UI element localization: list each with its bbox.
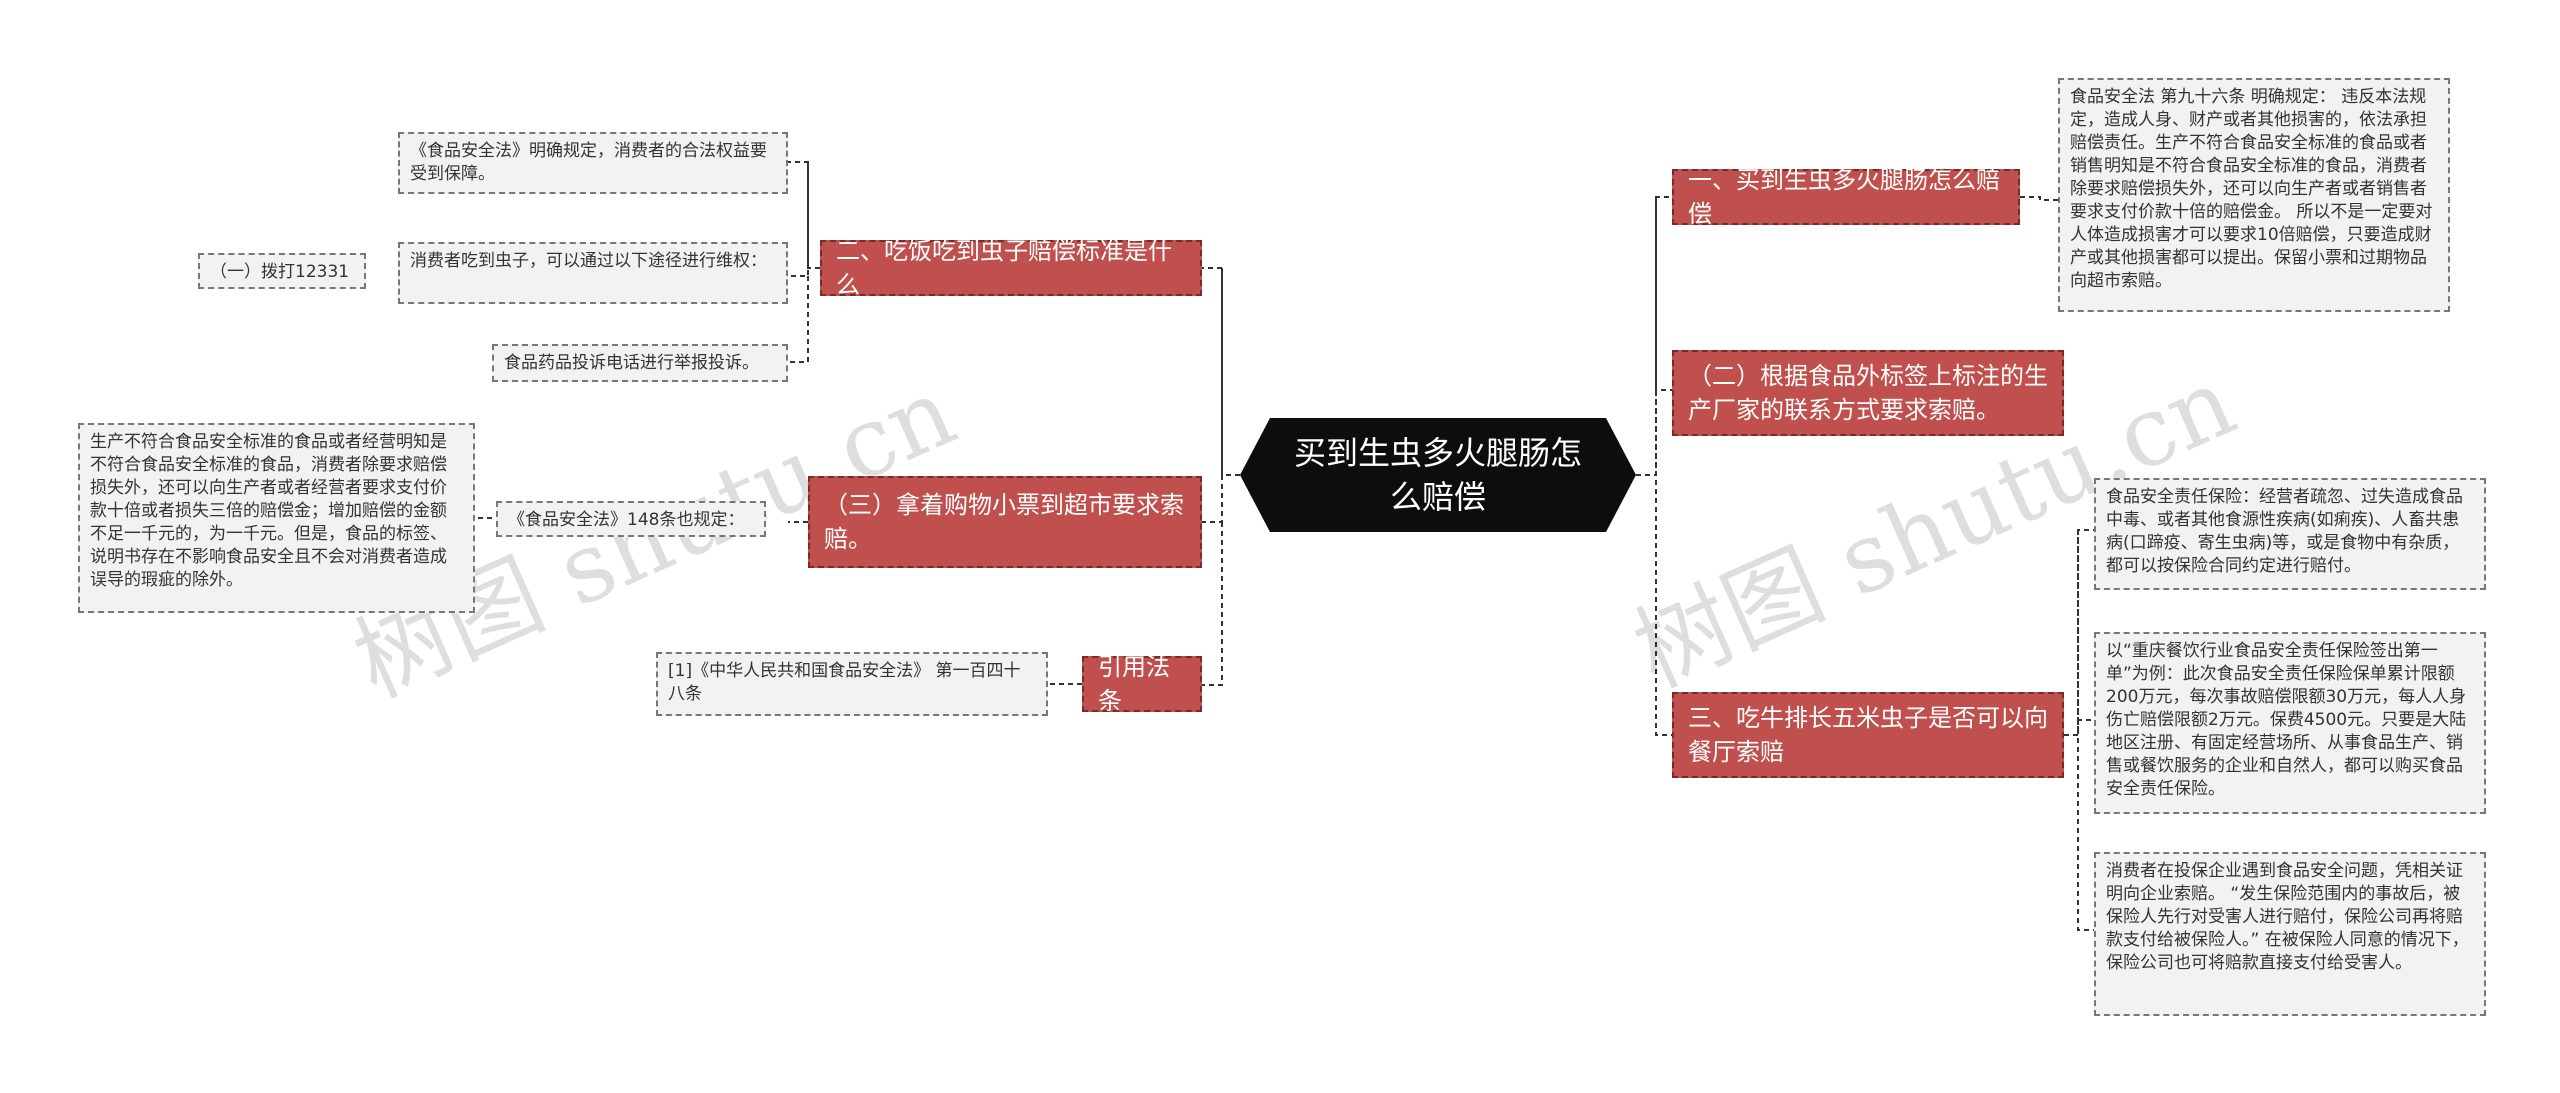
leaf-article-148-detail[interactable]: 生产不符合食品安全标准的食品或者经营明知是不符合食品安全标准的食品，消费者除要求… <box>78 423 475 613</box>
leaf-insurance-claim[interactable]: 消费者在投保企业遇到食品安全问题，凭相关证明向企业索赔。 “发生保险范围内的事故… <box>2094 852 2486 1016</box>
leaf-chongqing-policy[interactable]: 以“重庆餐饮行业食品安全责任保险签出第一单”为例：此次食品安全责任保险保单累计限… <box>2094 632 2486 814</box>
leaf-article-148[interactable]: 《食品安全法》148条也规定： <box>496 501 766 537</box>
branch-steak-worm-claim[interactable]: 三、吃牛排长五米虫子是否可以向餐厅索赔 <box>1672 692 2064 778</box>
branch-cited-law[interactable]: 引用法条 <box>1082 653 1202 715</box>
branch-buy-bugs-compensation[interactable]: 一、买到生虫多火腿肠怎么赔偿 <box>1672 166 2020 228</box>
leaf-food-safety-law[interactable]: 《食品安全法》明确规定，消费者的合法权益要受到保障。 <box>398 132 788 194</box>
leaf-liability-insurance[interactable]: 食品安全责任保险：经营者疏忽、过失造成食品中毒、或者其他食源性疾病(如痢疾)、人… <box>2094 478 2486 590</box>
branch-manufacturer-contact-claim[interactable]: （二）根据食品外标签上标注的生产厂家的联系方式要求索赔。 <box>1672 350 2064 436</box>
leaf-rights-ways[interactable]: 消费者吃到虫子，可以通过以下途径进行维权： <box>398 242 788 304</box>
root-topic[interactable]: 买到生虫多火腿肠怎么赔偿 <box>1240 418 1636 532</box>
leaf-call-12331[interactable]: （一）拨打12331 <box>198 253 366 289</box>
leaf-article-96[interactable]: 食品安全法 第九十六条 明确规定： 违反本法规定，造成人身、财产或者其他损害的，… <box>2058 78 2450 312</box>
leaf-complaint-hotline[interactable]: 食品药品投诉电话进行举报投诉。 <box>492 344 788 382</box>
leaf-law-reference[interactable]: [1]《中华人民共和国食品安全法》 第一百四十八条 <box>656 652 1048 716</box>
branch-eating-bugs-compensation[interactable]: 二、吃饭吃到虫子赔偿标准是什么 <box>820 237 1202 299</box>
branch-receipt-claim[interactable]: （三）拿着购物小票到超市要求索赔。 <box>808 476 1202 568</box>
